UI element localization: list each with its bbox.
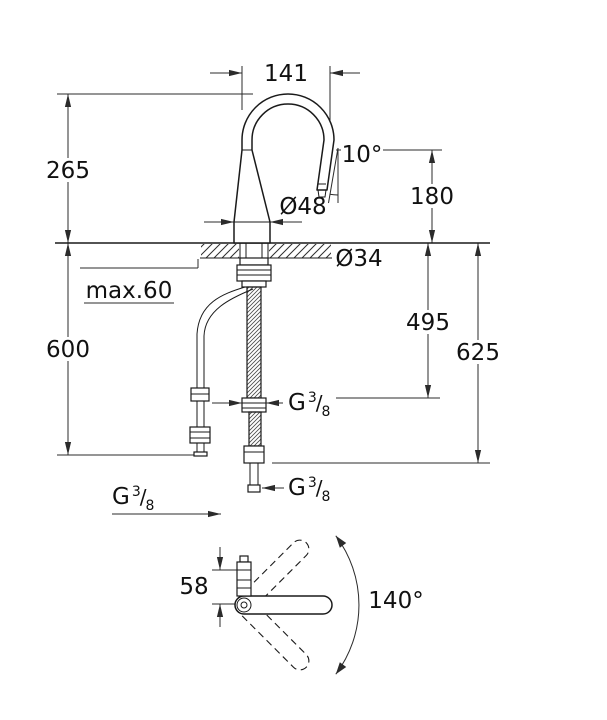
thread-numerator: 3 (308, 475, 317, 491)
braided-hose-lower (248, 411, 262, 447)
dim-label-hole-diameter: Ø34 (335, 246, 382, 272)
dim-label-max-deck: max.60 (86, 278, 173, 304)
lever-pivot-inner (240, 601, 248, 609)
mounting-nut (236, 264, 272, 282)
hose-curve-outer (196, 286, 246, 388)
label-backing (45, 337, 91, 361)
dim-label-spout-height: 265 (46, 158, 90, 184)
counter-hatch-left (201, 244, 239, 258)
dim-left-column: 265 600 (45, 93, 253, 456)
dim-base-diameter: Ø48 (204, 194, 327, 226)
thread-denominator: 8 (146, 498, 155, 514)
swivel-arc (335, 535, 360, 675)
dim-label-supply-495: 495 (406, 310, 450, 336)
label-backing (455, 340, 501, 364)
countertop: Ø34 (55, 242, 490, 272)
dim-label-spout-angle: 10° (342, 142, 383, 168)
label-backing (405, 310, 451, 334)
hose-fitting (243, 445, 265, 464)
braided-hose (241, 286, 267, 493)
thread-denominator: 8 (322, 489, 331, 505)
dim-label-supply-625: 625 (456, 340, 500, 366)
dim-label-base-diameter: Ø48 (279, 194, 326, 220)
thread-prefix: G (288, 475, 306, 501)
label-backing (409, 184, 455, 208)
thread-slash: / (316, 476, 323, 500)
angle-slant-line (328, 147, 339, 204)
thread-numerator: 3 (308, 390, 317, 406)
thread-slash: / (140, 485, 147, 509)
spout-tip (317, 189, 327, 198)
washer (239, 257, 269, 266)
lever-pivot-outer (236, 597, 252, 613)
braided-hose-upper (246, 286, 262, 399)
lever-plan-view: 140° (230, 535, 424, 675)
thread-prefix: G (112, 484, 130, 510)
lever-handle (234, 595, 333, 615)
left-hose (189, 286, 254, 457)
dim-lever-58: 58 (179, 547, 246, 627)
nipple-cap (247, 484, 261, 493)
hose-nut (241, 397, 267, 413)
thread-numerator: 3 (132, 484, 141, 500)
thread-prefix: G (288, 390, 306, 416)
angle-arc (329, 193, 339, 196)
hose-curve-inner (203, 288, 254, 388)
mounting-hardware (236, 257, 272, 288)
faucet-body (233, 93, 335, 244)
stem-body (236, 561, 252, 597)
faucet-outline (233, 93, 335, 244)
dim-spout-angle: 10° (328, 142, 383, 204)
dim-label-swivel: 140° (368, 588, 423, 614)
thread-denominator: 8 (322, 404, 331, 420)
label-backing (341, 143, 383, 167)
dim-label-lever: 58 (179, 574, 208, 600)
thread-slash: / (316, 391, 323, 415)
hex-fitting (189, 426, 211, 444)
arc-arrowhead (335, 662, 347, 675)
dim-label-outlet-height: 180 (410, 184, 454, 210)
dim-right-column: 180 495 625 (272, 149, 501, 464)
dim-max-deck: max.60 (80, 259, 199, 304)
dim-label-reach: 141 (264, 61, 308, 87)
dim-reach: 141 (210, 61, 360, 138)
label-backing (45, 158, 91, 182)
end-cap (193, 451, 208, 457)
counter-hatch-right (269, 244, 331, 258)
dim-label-supply-600: 600 (46, 337, 90, 363)
stem-cap (239, 555, 249, 563)
lower-washer (241, 280, 267, 288)
arc-arrowhead (335, 535, 347, 548)
